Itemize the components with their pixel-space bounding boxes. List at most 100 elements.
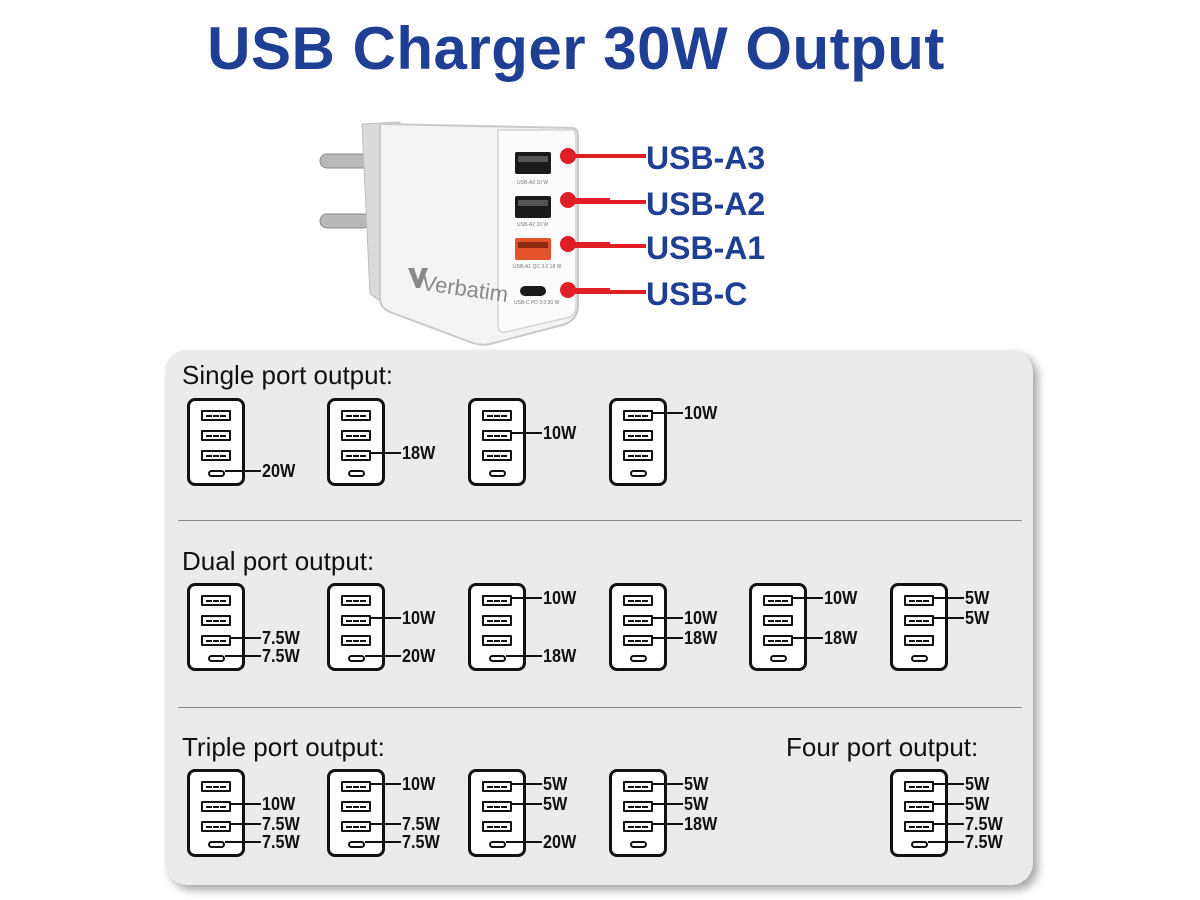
leader-line — [231, 637, 261, 639]
port-label-usb-c: USB-C — [646, 276, 748, 312]
usb-a-port-icon — [904, 635, 934, 646]
leader-line — [512, 783, 542, 785]
wattage-label-c: 18W — [543, 646, 577, 666]
wattage-label-a1: 18W — [684, 814, 718, 834]
usb-c-port-icon — [770, 655, 787, 662]
usb-c-port-icon — [348, 841, 365, 848]
svg-text:USB-A3 10 W: USB-A3 10 W — [517, 180, 548, 186]
usb-a-port-icon — [763, 635, 793, 646]
port-label-usb-a2: USB-A2 — [646, 186, 766, 222]
usb-a-port-icon — [341, 615, 371, 626]
usb-c-port-icon — [348, 470, 365, 477]
leader-line — [934, 823, 964, 825]
usb-a-port-icon — [904, 801, 934, 812]
section-title-triple: Triple port output: — [182, 732, 385, 762]
leader-line — [934, 783, 964, 785]
section-title-single: Single port output: — [182, 360, 394, 390]
leader-line — [934, 597, 964, 599]
usb-c-port-icon — [911, 841, 928, 848]
usb-a-port-icon — [341, 410, 371, 421]
leader-line — [512, 803, 542, 805]
wattage-label-a1: 18W — [402, 443, 436, 463]
usb-a-port-icon — [482, 450, 512, 461]
output-panel — [165, 350, 1033, 885]
wattage-label-a1: 7.5W — [262, 628, 300, 648]
wattage-label-a3: 5W — [965, 774, 990, 794]
usb-c-port-icon — [489, 841, 506, 848]
triple-port-diagram — [187, 769, 245, 857]
usb-a-port-icon — [623, 635, 653, 646]
leader-line — [653, 783, 683, 785]
leader-line — [506, 655, 542, 657]
leader-line — [231, 823, 261, 825]
wattage-label-c: 20W — [402, 646, 436, 666]
usb-c-port-icon — [208, 841, 225, 848]
single-port-diagram — [609, 398, 667, 486]
wattage-label-a1: 18W — [684, 628, 718, 648]
usb-a-port-icon — [201, 410, 231, 421]
usb-a-port-icon — [201, 801, 231, 812]
wattage-label-c: 20W — [543, 832, 577, 852]
leader-line — [512, 597, 542, 599]
leader-line — [793, 597, 823, 599]
leader-line — [928, 841, 964, 843]
usb-a-port-icon — [623, 430, 653, 441]
usb-a-port-icon — [482, 430, 512, 441]
usb-a-port-icon — [482, 821, 512, 832]
usb-a-port-icon — [904, 595, 934, 606]
usb-a-port-icon — [904, 615, 934, 626]
leader-line — [365, 841, 401, 843]
wattage-label-a3: 5W — [965, 588, 990, 608]
usb-c-port-icon — [489, 655, 506, 662]
usb-a-port-icon — [341, 781, 371, 792]
wattage-label-a2: 10W — [684, 608, 718, 628]
usb-c-port-icon — [348, 655, 365, 662]
wattage-label-a3: 10W — [684, 403, 718, 423]
wattage-label-a3: 10W — [824, 588, 858, 608]
usb-a-port-icon — [341, 821, 371, 832]
usb-c-port-icon — [630, 655, 647, 662]
wattage-label-a2: 5W — [965, 794, 990, 814]
leader-line — [506, 841, 542, 843]
usb-a-port-icon — [482, 595, 512, 606]
leader-line — [934, 803, 964, 805]
wattage-label-a2: 5W — [543, 794, 568, 814]
usb-a-port-icon — [623, 450, 653, 461]
leader-line — [225, 841, 261, 843]
usb-a-port-icon — [623, 801, 653, 812]
leader-line — [225, 470, 261, 472]
usb-a-port-icon — [482, 615, 512, 626]
leader-line — [231, 803, 261, 805]
usb-a-port-icon — [201, 430, 231, 441]
dual-port-diagram — [187, 583, 245, 671]
usb-a-port-icon — [341, 595, 371, 606]
svg-text:USB-C PD 3.0 20 W: USB-C PD 3.0 20 W — [514, 300, 560, 306]
wattage-label-a1: 18W — [824, 628, 858, 648]
usb-a-port-icon — [201, 635, 231, 646]
wattage-label-a2: 10W — [262, 794, 296, 814]
divider-1 — [178, 520, 1022, 521]
wattage-label-a1: 7.5W — [402, 814, 440, 834]
single-port-diagram — [468, 398, 526, 486]
wattage-label-a3: 10W — [402, 774, 436, 794]
leader-line — [365, 655, 401, 657]
usb-a-port-icon — [482, 781, 512, 792]
section-title-four: Four port output: — [786, 732, 979, 762]
wattage-label-c: 7.5W — [262, 832, 300, 852]
wattage-label-c: 20W — [262, 461, 296, 481]
usb-a-port-icon — [623, 595, 653, 606]
usb-a-port-icon — [482, 410, 512, 421]
wattage-label-a2: 5W — [965, 608, 990, 628]
usb-a-port-icon — [201, 595, 231, 606]
leader-line — [653, 637, 683, 639]
leader-line — [225, 655, 261, 657]
port-label-usb-a3: USB-A3 — [646, 140, 766, 176]
wattage-label-c: 7.5W — [965, 832, 1003, 852]
usb-a-port-icon — [201, 821, 231, 832]
svg-text:USB-A2 10 W: USB-A2 10 W — [517, 222, 548, 228]
leader-line — [371, 823, 401, 825]
usb-a-port-icon — [623, 821, 653, 832]
usb-c-port-icon — [630, 841, 647, 848]
usb-a-port-icon — [201, 615, 231, 626]
leader-line — [793, 637, 823, 639]
